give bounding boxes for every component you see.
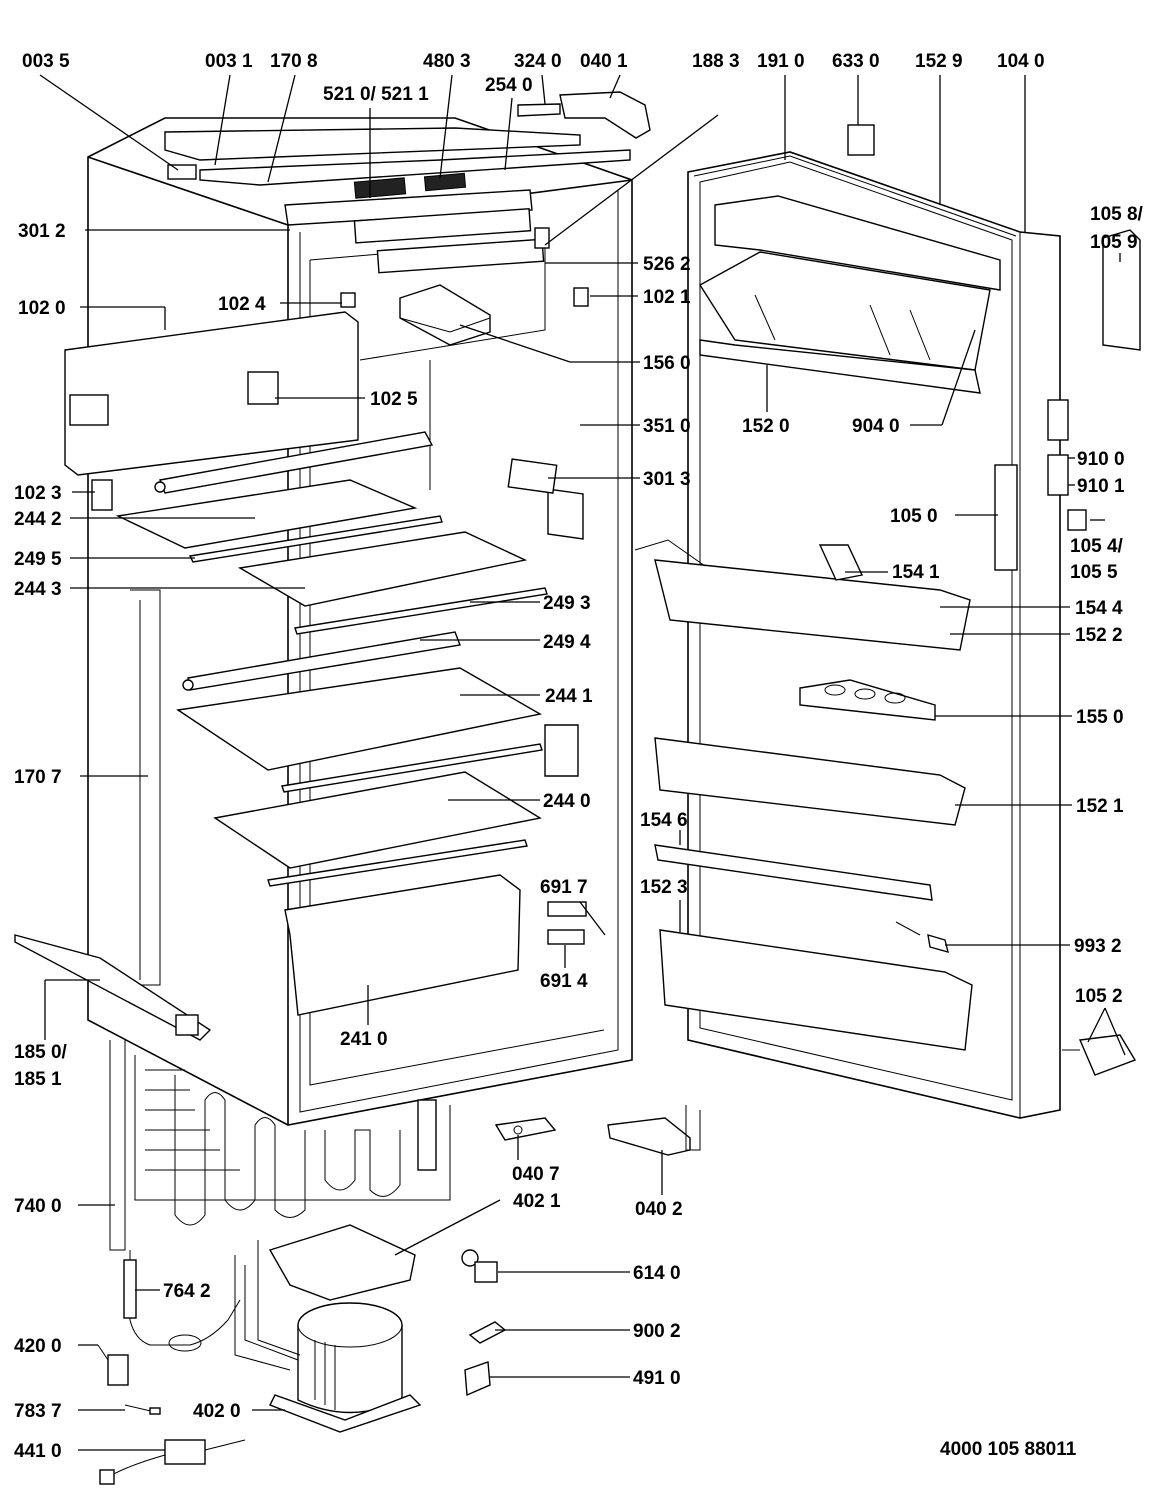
label-1522: 152 2 <box>1075 625 1123 646</box>
label-3012: 301 2 <box>18 221 66 242</box>
label-1910: 191 0 <box>757 51 805 72</box>
label-1546: 154 6 <box>640 810 688 831</box>
label-1025: 102 5 <box>370 389 418 410</box>
label-1040: 104 0 <box>997 51 1045 72</box>
label-1529: 152 9 <box>915 51 963 72</box>
label-1021: 102 1 <box>643 287 691 308</box>
label-6140: 614 0 <box>633 1263 681 1284</box>
label-0407: 040 7 <box>512 1164 560 1185</box>
label-6330: 633 0 <box>832 51 880 72</box>
label-1058a: 105 8/ <box>1090 204 1144 225</box>
label-1560: 156 0 <box>643 353 691 374</box>
cabinet-drawing <box>14 91 701 1485</box>
label-6917: 691 7 <box>540 877 588 898</box>
label-1850a: 185 0/ <box>14 1042 68 1063</box>
label-2495: 249 5 <box>14 549 62 570</box>
label-4021: 402 1 <box>513 1191 561 1212</box>
label-2443: 244 3 <box>14 579 62 600</box>
label-1707: 170 7 <box>14 767 62 788</box>
label-6914: 691 4 <box>540 971 588 992</box>
label-1052: 105 2 <box>1075 986 1123 1007</box>
label-1050: 105 0 <box>890 506 938 527</box>
label-2440: 244 0 <box>543 791 591 812</box>
label-9002: 900 2 <box>633 1321 681 1342</box>
label-4410: 441 0 <box>14 1441 62 1462</box>
label-4803: 480 3 <box>423 51 471 72</box>
door-drawing <box>634 124 1141 1119</box>
label-1550: 155 0 <box>1076 707 1124 728</box>
label-2442: 244 2 <box>14 509 62 530</box>
label-7400: 740 0 <box>14 1196 62 1217</box>
label-1023: 102 3 <box>14 483 62 504</box>
document-number: 4000 105 88011 <box>940 1439 1077 1460</box>
label-1850b: 185 1 <box>14 1069 62 1090</box>
label-2540: 254 0 <box>485 75 533 96</box>
label-4200: 420 0 <box>14 1336 62 1357</box>
label-1020: 102 0 <box>18 298 66 319</box>
label-3013: 301 3 <box>643 469 691 490</box>
label-1523: 152 3 <box>640 877 688 898</box>
label-9932: 993 2 <box>1074 936 1122 957</box>
label-0402: 040 2 <box>635 1199 683 1220</box>
condenser <box>109 1040 451 1251</box>
label-1544: 154 4 <box>1075 598 1123 619</box>
label-0031: 003 1 <box>205 51 253 72</box>
label-9101: 910 1 <box>1077 476 1125 497</box>
label-2493: 249 3 <box>543 593 591 614</box>
label-3510: 351 0 <box>643 416 691 437</box>
label-4910: 491 0 <box>633 1368 681 1389</box>
label-2441: 244 1 <box>545 686 593 707</box>
label-1521: 152 1 <box>1076 796 1124 817</box>
label-4020: 402 0 <box>193 1401 241 1422</box>
label-2410: 241 0 <box>340 1029 388 1050</box>
leader-lines <box>39 74 1126 1451</box>
label-0401: 040 1 <box>580 51 628 72</box>
label-9100: 910 0 <box>1077 449 1125 470</box>
label-1520: 152 0 <box>742 416 790 437</box>
label-5210: 521 0/ 521 1 <box>323 84 429 105</box>
label-5262: 526 2 <box>643 254 691 275</box>
label-1054a: 105 4/ <box>1070 536 1124 557</box>
label-1024: 102 4 <box>218 294 266 315</box>
label-1708: 170 8 <box>270 51 318 72</box>
label-3240: 324 0 <box>514 51 562 72</box>
label-7642: 764 2 <box>163 1281 211 1302</box>
label-0035: 003 5 <box>22 51 70 72</box>
part-labels: 003 5 003 1 170 8 521 0/ 521 1 480 3 324… <box>14 51 1144 1462</box>
label-1541: 154 1 <box>892 562 940 583</box>
compressor <box>269 1302 422 1433</box>
label-1054b: 105 5 <box>1070 562 1118 583</box>
label-9040: 904 0 <box>852 416 900 437</box>
label-7837: 783 7 <box>14 1401 62 1422</box>
label-2494: 249 4 <box>543 632 591 653</box>
label-1058b: 105 9 <box>1090 232 1138 253</box>
label-1883: 188 3 <box>692 51 740 72</box>
